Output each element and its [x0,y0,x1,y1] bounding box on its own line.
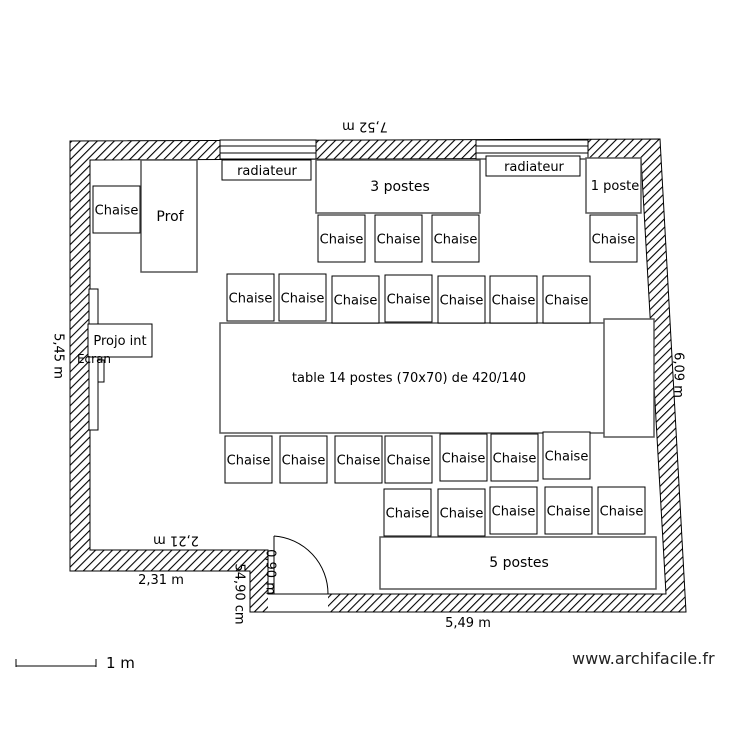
chair: Chaise [334,435,383,484]
radiator-left [221,159,312,181]
site-link[interactable]: www.archifacile.fr [572,649,715,668]
chair-label: Chaise [95,204,139,219]
chair: Chaise [374,214,423,263]
chair: Chaise [383,488,432,537]
main-table [219,322,607,434]
dim-left: 5,45 m [51,333,66,379]
chair-label: Chaise [334,294,378,309]
chair-label: Chaise [282,454,326,469]
projector-table [87,323,153,358]
chair: Chaise [437,275,486,324]
chair-label: Chaise [493,452,537,467]
chair-label: Chaise [547,505,591,520]
chair-label: Chaise [387,454,431,469]
desk-prof [140,159,198,273]
prof-label: Prof [156,209,184,225]
chair: Chaise [597,486,646,535]
radiator-right [485,155,581,177]
chair: Chaise [489,486,538,535]
chair: Chaise [489,275,538,324]
chair: Chaise [226,273,275,322]
chair-label: Chaise [320,233,364,248]
dim-bottom: 5,49 m [445,616,491,631]
window-left [219,139,317,160]
chair: Chaise [224,435,273,484]
chair-label: Chaise [281,292,325,307]
five-posts-label: 5 postes [489,555,549,571]
door [268,535,329,613]
scale-bar [15,659,97,667]
chair: Chaise [542,431,591,480]
three-posts-label: 3 postes [370,179,430,195]
desk-one-post [585,157,642,214]
projector-box [97,359,105,383]
desk-five-posts [379,536,657,590]
dim-door-cm: 54,90 cm [232,563,247,624]
chair-label: Chaise [227,454,271,469]
chair-label: Chaise [229,292,273,307]
chair: Chaise [278,273,327,322]
desk-three-posts [315,159,481,214]
one-post-label: 1 poste [591,179,639,194]
chair: Chaise [317,214,366,263]
radiator-left-label: radiateur [237,164,297,179]
chair-label: Chaise [440,507,484,522]
chair-label: Chaise [442,452,486,467]
dim-outer-bottom-left: 2,31 m [138,573,184,588]
chair: Chaise [331,275,380,324]
screen-label: Ecran [77,352,111,366]
radiator-right-label: radiateur [504,160,564,175]
chair: Chaise [437,488,486,537]
chair: Chaise [544,486,593,535]
chair: Chaise [92,185,141,234]
chair-label: Chaise [434,233,478,248]
chair: Chaise [542,275,591,324]
chair: Chaise [589,214,638,263]
chair-label: Chaise [600,505,644,520]
dim-inner-bottom-left: 2,21 m [153,533,199,548]
chair: Chaise [439,433,488,482]
dim-right: 6,09 m [671,352,686,398]
chair-label: Chaise [386,507,430,522]
scale-label: 1 m [106,654,135,672]
chair-label: Chaise [387,293,431,308]
chair-label: Chaise [440,294,484,309]
chair: Chaise [384,435,433,484]
chair: Chaise [490,433,539,482]
chair: Chaise [384,274,433,323]
chair-label: Chaise [377,233,421,248]
main-table-extension [603,318,655,438]
table-label: table 14 postes (70x70) de 420/140 [292,371,526,386]
chair: Chaise [431,214,480,263]
chair-label: Chaise [592,233,636,248]
chair-label: Chaise [545,294,589,309]
chair-label: Chaise [492,294,536,309]
chair-label: Chaise [337,454,381,469]
window-right [475,139,589,160]
projector-label: Projo int [93,334,146,349]
chair-label: Chaise [492,505,536,520]
dim-top: 7,52 m [342,119,388,134]
dim-door-width: 0,90 m [263,549,278,595]
chair: Chaise [279,435,328,484]
chair-label: Chaise [545,450,589,465]
